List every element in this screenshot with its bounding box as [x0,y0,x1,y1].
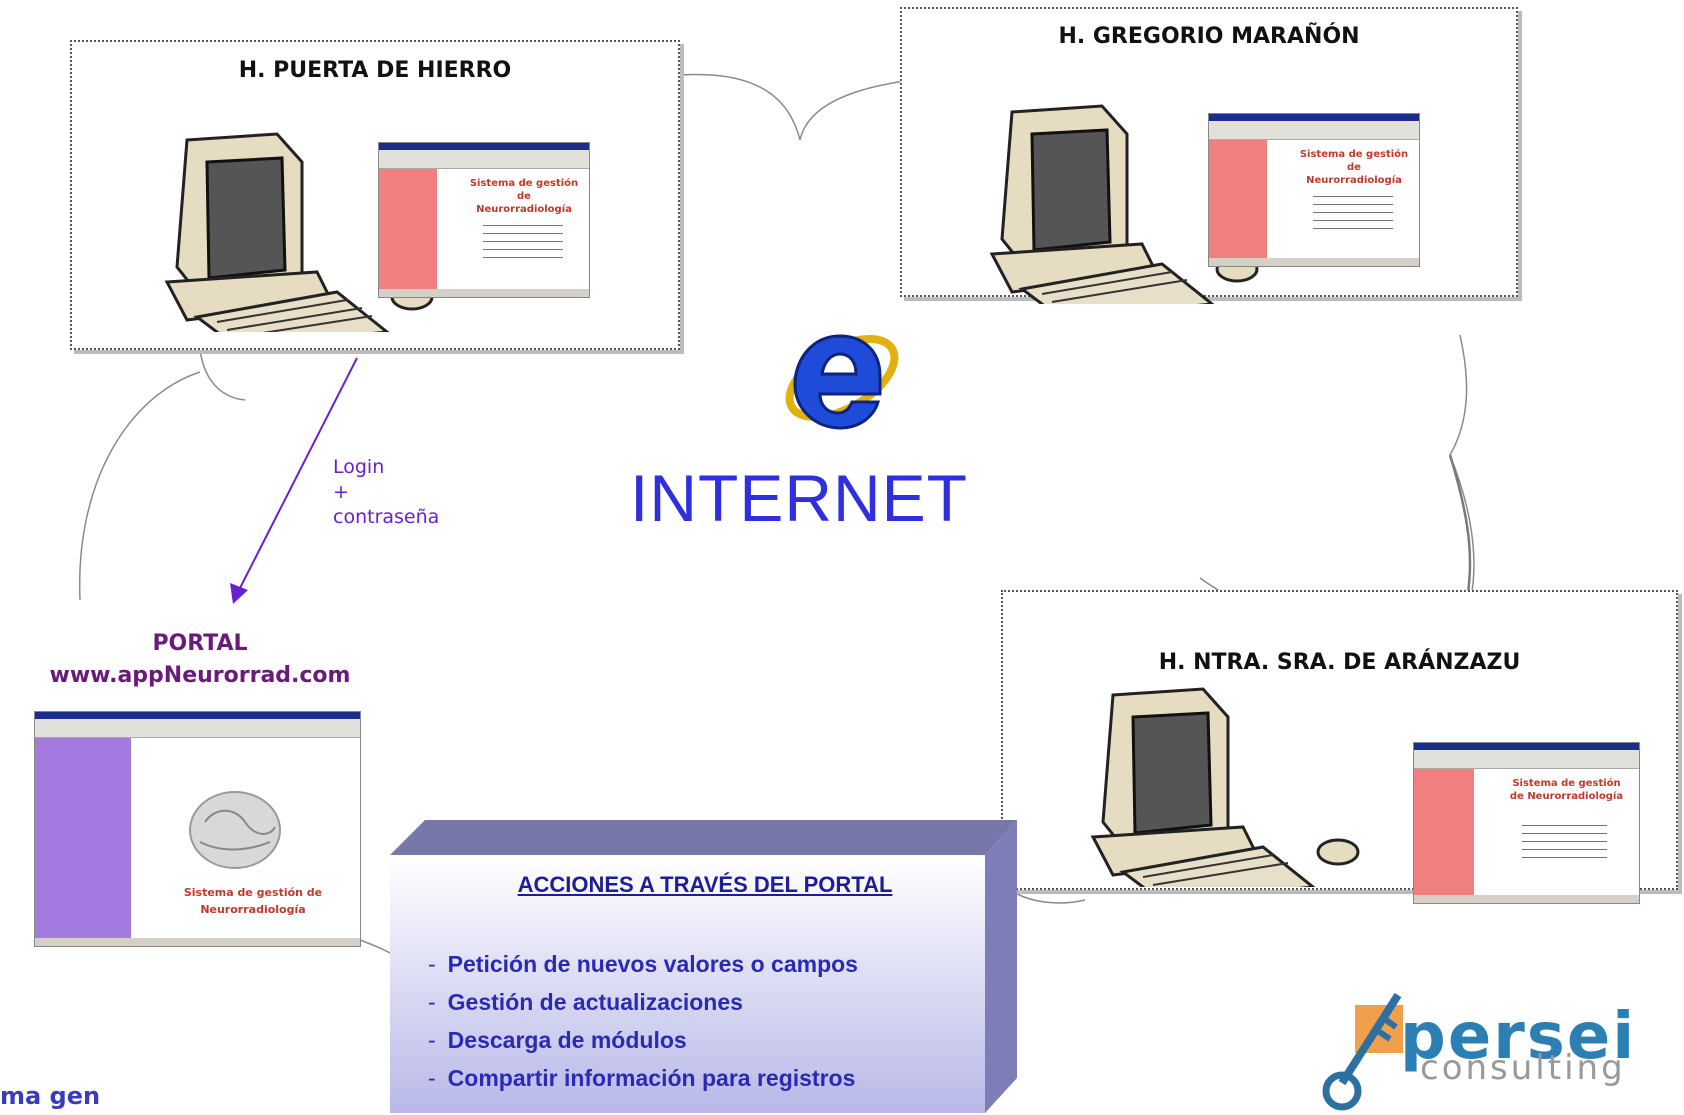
list-item: -Gestión de actualizaciones [428,989,743,1015]
computer-icon [164,132,434,332]
plus-text: + [333,481,349,503]
hospital-title: H. NTRA. SRA. DE ARÁNZAZU [1158,650,1521,675]
portal-url[interactable]: www.appNeurorrad.com [49,663,351,688]
internet-explorer-icon [785,334,899,430]
key-icon [1322,992,1403,1111]
logo-subtext: consulting [1420,1048,1626,1088]
computer-icon [1090,687,1360,887]
browser-screenshot: Sistema de gestión de Neurorradiología [378,142,590,298]
login-text: Login [333,456,385,478]
actions-list: -Petición de nuevos valores o campos -Ge… [428,945,858,1097]
portal-title: PORTAL [152,631,248,656]
list-item: -Petición de nuevos valores o campos [428,951,858,977]
hospital-box-puerta-hierro: H. PUERTA DE HIERRO Sistema de gestión d… [70,40,680,350]
password-text: contraseña [333,506,440,528]
browser-screenshot: Sistema de gestión de Neurorradiología [1413,742,1640,904]
hospital-box-aranzazu: H. NTRA. SRA. DE ARÁNZAZU Sistema de ges… [1001,590,1678,904]
logo-word: persei [1400,1000,1637,1074]
browser-screenshot: Sistema de gestión de Neurorradiología [1208,113,1420,267]
portal-heading: PORTAL www.appNeurorrad.com [0,628,400,692]
hospital-title: H. PUERTA DE HIERRO [238,58,512,83]
actions-box-3d [390,820,1017,1113]
cut-off-text: ma gen [0,1082,101,1110]
hospital-title: H. GREGORIO MARAÑÓN [1058,24,1360,49]
portal-screenshot: Sistema de gestión de Neurorradiología [34,711,361,947]
internet-label: INTERNET [630,461,968,535]
brain-icon [189,791,281,869]
list-item: -Compartir información para registros [428,1065,856,1091]
actions-title: ACCIONES A TRAVÉS DEL PORTAL [517,872,893,897]
hospital-box-gregorio-maranon: H. GREGORIO MARAÑÓN Sistema de gestión d… [900,7,1518,304]
computer-icon [989,104,1259,304]
list-item: -Descarga de módulos [428,1027,687,1053]
login-label: Login + contraseña [333,455,439,530]
